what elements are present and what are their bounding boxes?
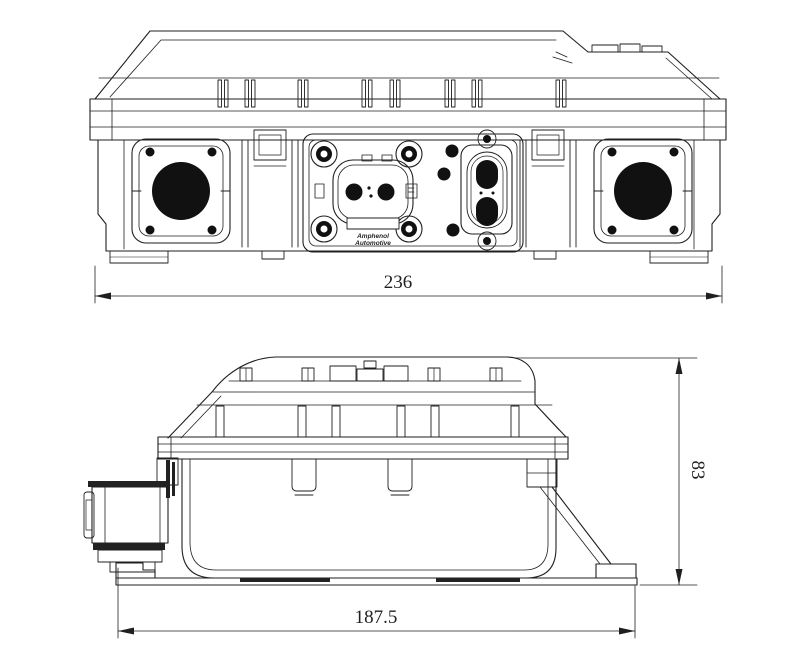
left-connector-bore [152, 162, 210, 220]
front-view: Amphenol Automotive [89, 30, 727, 304]
center-connector-panel: Amphenol Automotive [302, 129, 524, 253]
side-view: 187.5 83 [83, 356, 708, 639]
hv-pin-left [345, 183, 363, 201]
side-tab-right [387, 458, 413, 492]
dim-height-arrow-bottom [675, 569, 683, 585]
two-pin-hv-connector: Amphenol Automotive [314, 154, 418, 247]
side-flange [157, 436, 569, 460]
dimension-width: 236 [94, 265, 723, 304]
left-round-connector [131, 138, 231, 244]
dim-length-arrow-left [118, 627, 134, 635]
right-foot [595, 563, 637, 579]
front-lid-clips [217, 79, 567, 108]
side-lid [167, 356, 567, 439]
dim-width-arrow-left [95, 292, 111, 300]
ring-connectors [310, 140, 423, 243]
side-connector [83, 457, 179, 573]
gusset-outer [551, 486, 612, 565]
dim-width-text: 236 [384, 272, 413, 293]
dim-length-arrow-right [619, 627, 635, 635]
side-tab-left [291, 458, 317, 492]
right-connector-bore [614, 162, 672, 220]
side-body [181, 458, 612, 579]
connector-brand-line2: Automotive [354, 240, 391, 247]
left-rib-panel [241, 129, 299, 248]
dim-height-text: 83 [687, 461, 708, 480]
hv-pin-right [377, 183, 395, 201]
front-lid [94, 30, 721, 100]
front-body [97, 139, 721, 264]
dim-length-text: 187.5 [355, 607, 398, 628]
side-lid-clips [239, 360, 503, 382]
dim-width-arrow-right [706, 292, 722, 300]
dimension-height: 83 [515, 357, 708, 586]
connector-label-plate [346, 217, 400, 230]
stadium-connector [437, 129, 513, 251]
right-round-connector [593, 138, 693, 244]
connector-brand-line1: Amphenol [356, 233, 389, 240]
dim-height-arrow-top [675, 358, 683, 374]
dimension-length: 187.5 [117, 567, 636, 639]
left-foot [115, 562, 156, 579]
right-rib-panel [519, 129, 577, 248]
gusset-inner [539, 486, 601, 565]
side-base [115, 562, 638, 586]
side-mid-ribs [215, 405, 520, 438]
